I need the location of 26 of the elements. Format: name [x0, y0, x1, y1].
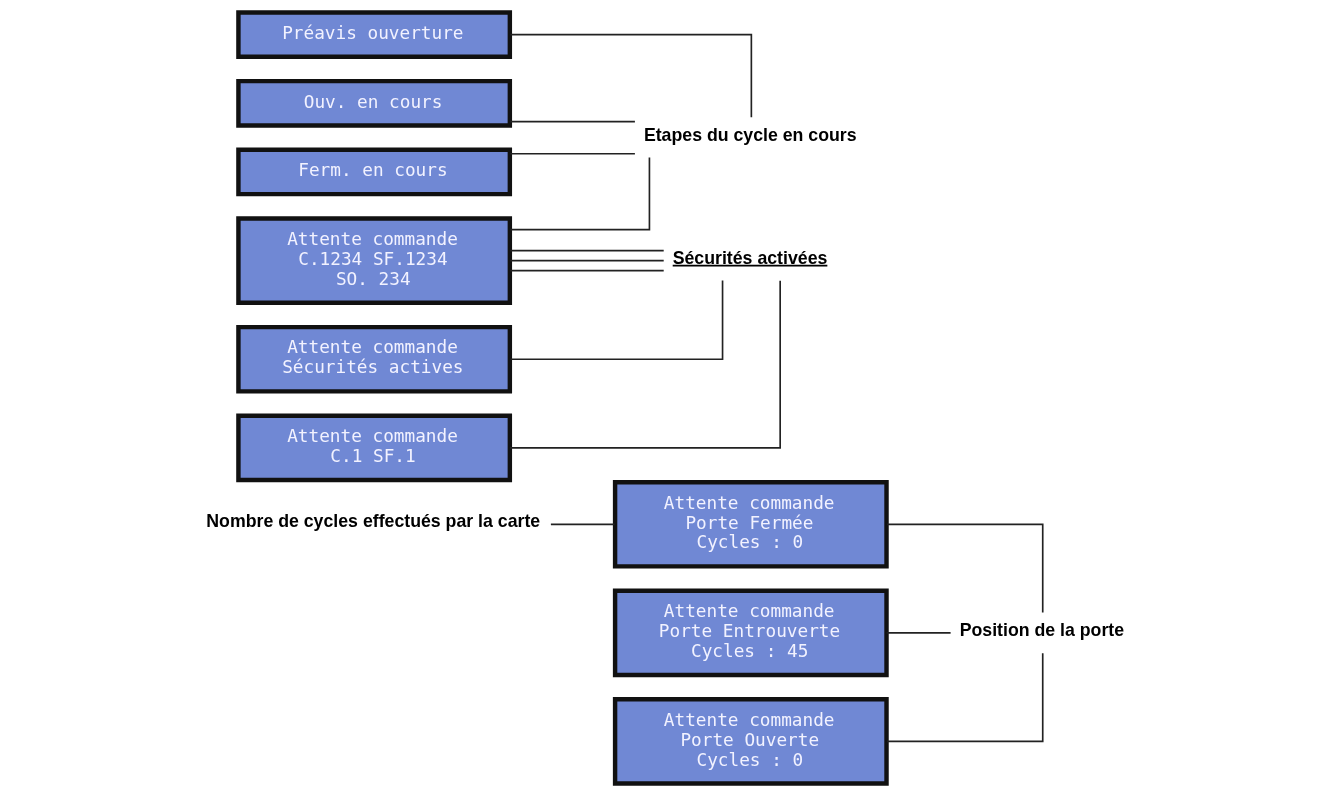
connector [509, 279, 724, 361]
connector [886, 523, 1044, 614]
node-box: Attente commande Porte Entrouverte Cycles : 45 [612, 588, 889, 678]
node-text: Etapes du cycle en cours [643, 124, 857, 145]
node-box: Attente commande C.1 SF.1 [236, 413, 513, 483]
node-box: Attente commande Porte Fermée Cycles : 0 [612, 480, 889, 569]
connector [509, 249, 665, 252]
node-text: Sécurités activées [672, 247, 828, 268]
node-box: Attente commande Porte Ouverte Cycles : 0 [612, 697, 889, 786]
node-box: Attente commande C.1234 SF.1234 SO. 234 [236, 216, 513, 305]
node-text: Nombre de cycles effectués par la carte [206, 511, 541, 532]
connector [509, 156, 651, 231]
connector [509, 152, 636, 155]
connector [885, 632, 952, 634]
node-box: Ferm. en cours [236, 147, 513, 197]
connector [509, 33, 753, 119]
connector [550, 523, 616, 526]
node-text: Position de la porte [959, 619, 1125, 640]
connector [509, 120, 636, 123]
connector [509, 279, 781, 449]
node-box: Ouv. en cours [236, 78, 513, 128]
connector [509, 259, 665, 262]
connector [509, 269, 665, 272]
node-box: Attente commande Sécurités actives [236, 324, 513, 394]
connector [886, 652, 1044, 743]
node-box: Préavis ouverture [236, 10, 513, 59]
